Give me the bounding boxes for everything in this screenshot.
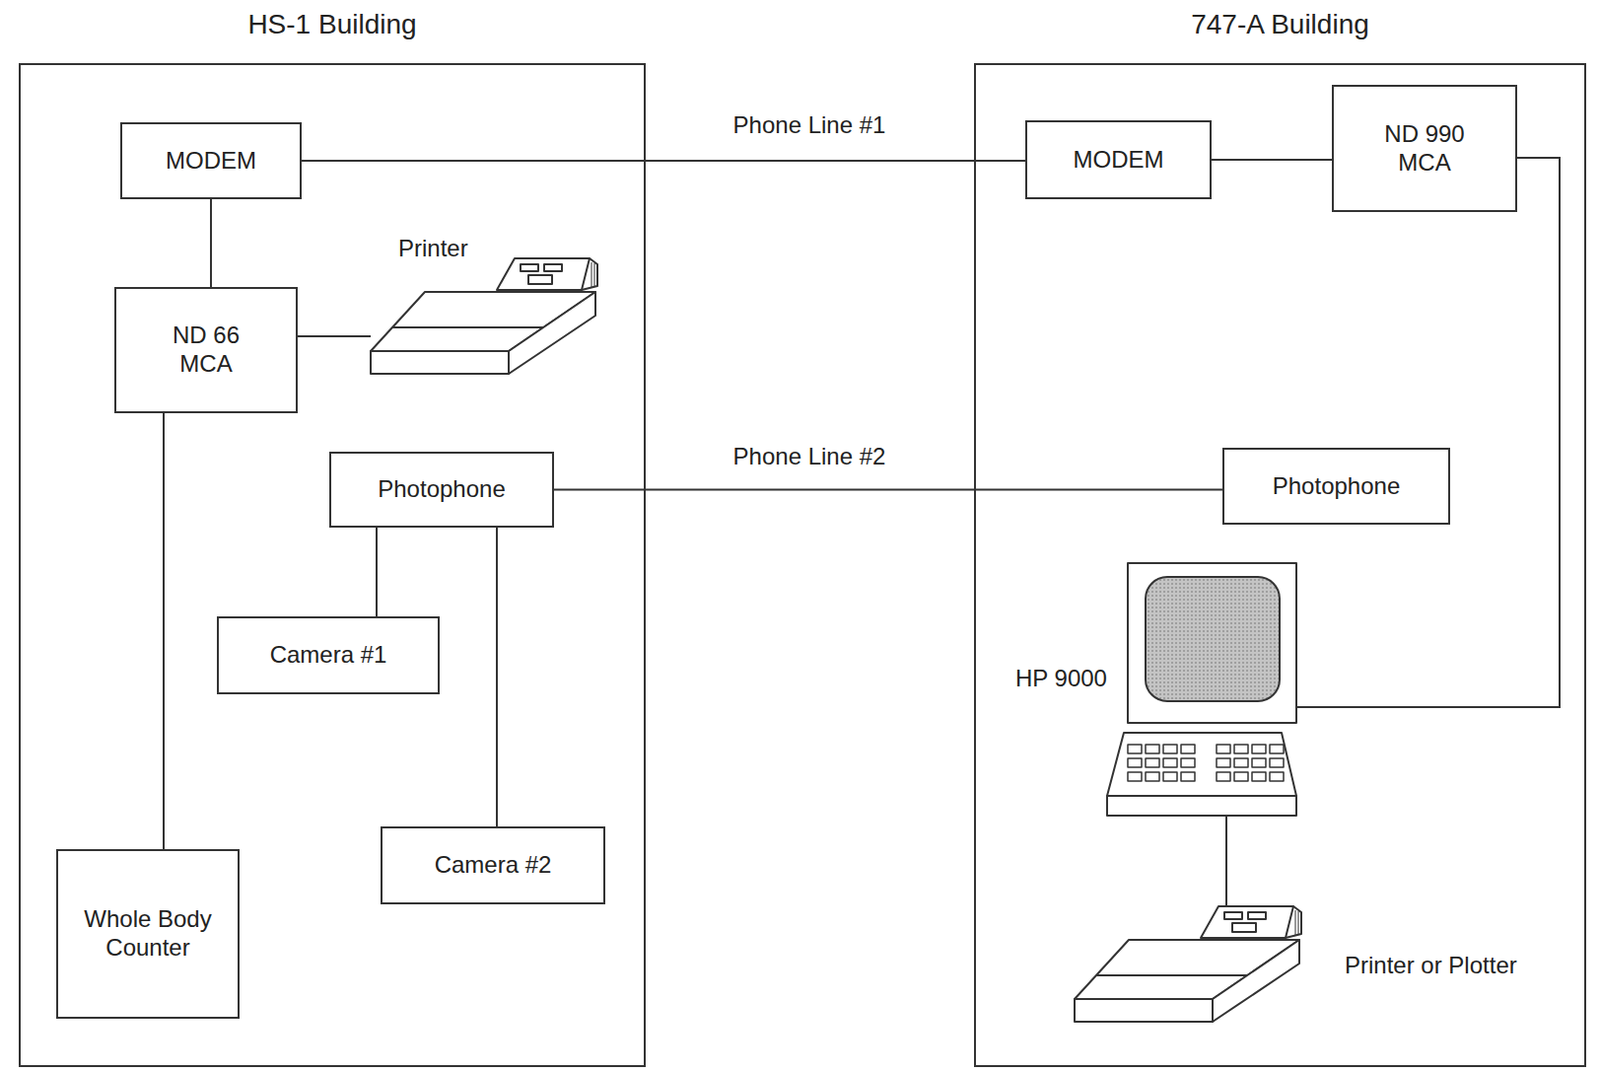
device-label: Printer [398,234,469,264]
cable [209,199,212,287]
modem-box: MODEM [120,122,302,200]
printer-button [544,264,562,272]
plotter-device: Printer or Plotter [1074,905,1529,1022]
analyzer-box: ND 990 MCA [1331,84,1518,212]
printer-side [1212,939,1300,1022]
device-label: Camera #1 [270,640,388,670]
printer-display [528,275,553,284]
printer-step [1096,973,1248,976]
building-name: 747-A Building [975,7,1585,42]
paper-stack [581,258,598,290]
building-frame: MODEM ND 990 MCA Photophone HP 9000Printer … [973,63,1587,1067]
plotter-drawing [1074,905,1302,1022]
line-label: Phone Line #2 [728,442,892,472]
modem-box: MODEM [1025,120,1212,200]
building-name: HS-1 Building [20,7,644,42]
device-label: Whole Body Counter [69,904,227,963]
keyboard-keys [1127,744,1284,781]
analyzer-box: ND 66 MCA [114,286,298,414]
paper-sheets [591,262,595,287]
printer-device: Printer [370,234,598,374]
printer-display [1232,922,1256,932]
printer-drawing [370,258,598,374]
camera-box: Camera #2 [380,826,606,905]
building-frame: MODEM ND 66 MCA PrinterPhotophoneCamera #1… [18,63,646,1067]
device-label: MODEM [1073,145,1165,175]
device-label: Photophone [1272,472,1400,501]
monitor-screen [1145,576,1280,701]
printer-side [508,291,596,374]
cable [297,335,371,338]
keyboard-front [1107,795,1297,816]
phone-line [554,488,1223,491]
photophone-box: Photophone [1222,447,1451,525]
device-label: Camera #2 [434,850,553,880]
paper-sheets [1295,909,1299,935]
device-label: ND 990 MCA [1370,120,1479,178]
keyboard-top [1107,732,1297,796]
cable [1225,816,1228,906]
cable [162,413,165,849]
device-label: ND 66 MCA [156,321,256,379]
printer-step [392,326,544,329]
monitor-case [1127,562,1297,723]
cable [1211,158,1332,161]
cable [495,527,498,827]
computer-workstation: HP 9000 [1013,562,1298,817]
phone-line [301,159,1026,162]
printer-panel [496,258,590,290]
device-label: Photophone [377,475,505,504]
computer-drawing [1107,562,1297,816]
printer-panel [1200,905,1294,938]
device-label: MODEM [165,146,257,176]
printer-front [370,350,509,374]
counter-box: Whole Body Counter [56,848,240,1019]
cable [1297,157,1560,707]
printer-button [520,264,539,272]
printer-button [1248,911,1266,919]
printer-front [1074,998,1213,1022]
line-label: Phone Line #1 [728,111,892,140]
cable [375,527,378,617]
paper-stack [1285,905,1302,938]
printer-button [1224,911,1243,919]
photophone-box: Photophone [329,451,555,528]
device-label: Printer or Plotter [1344,951,1518,980]
camera-box: Camera #1 [216,616,440,695]
device-label: HP 9000 [1015,664,1108,694]
